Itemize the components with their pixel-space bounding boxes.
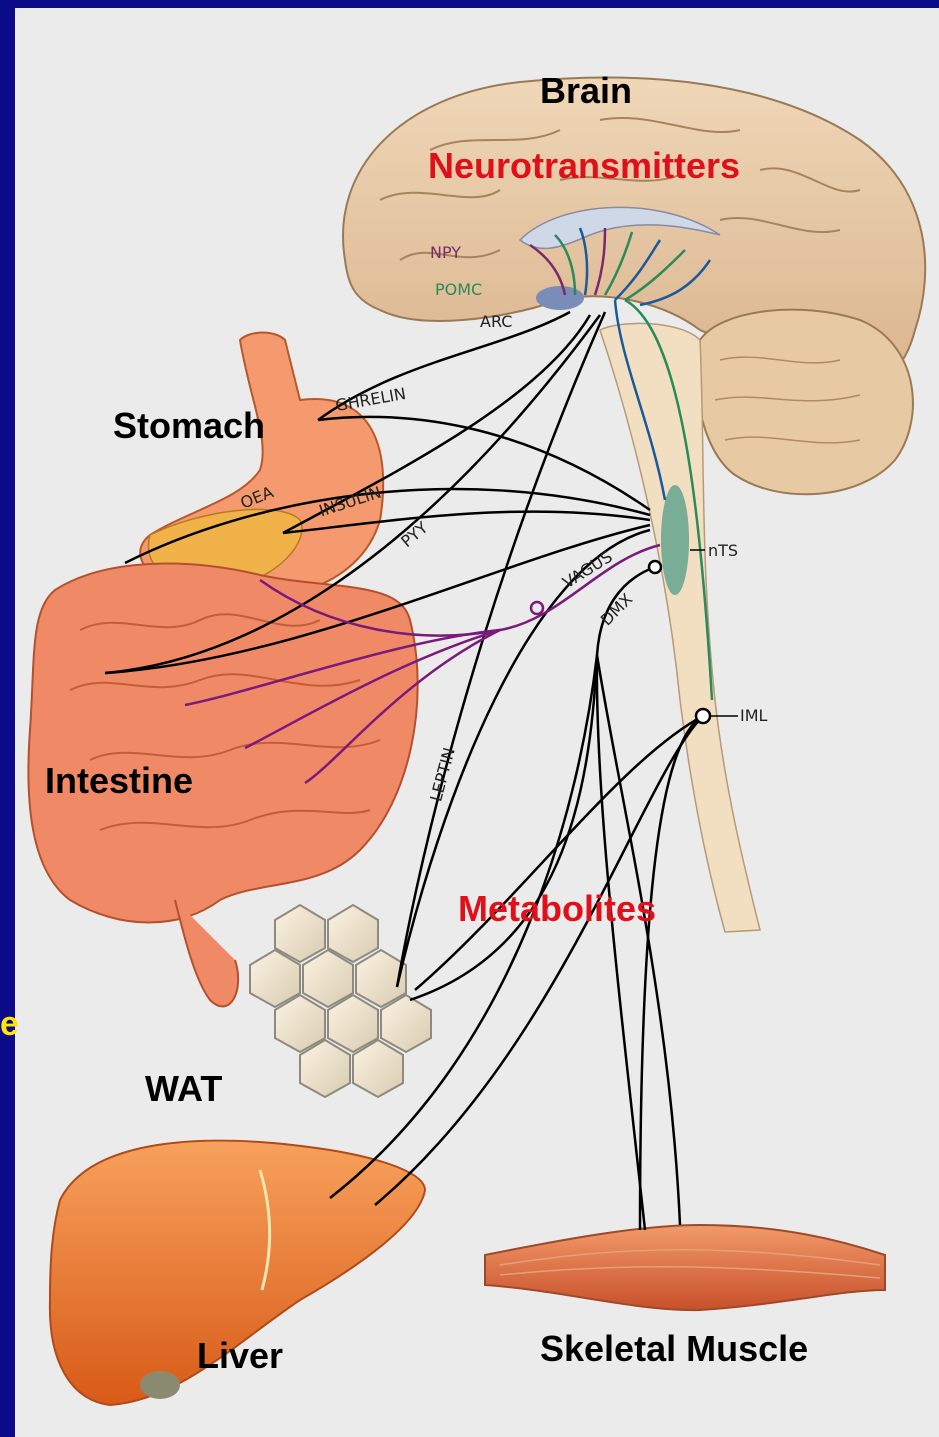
liver-label: Liver xyxy=(197,1335,283,1377)
brain-label: Brain xyxy=(540,70,632,112)
brain-illustration xyxy=(343,78,925,932)
npy-label: NPY xyxy=(430,243,461,262)
stomach-label: Stomach xyxy=(113,405,265,447)
wat-label: WAT xyxy=(145,1068,222,1110)
arc-label: ARC xyxy=(480,312,512,331)
pomc-label: POMC xyxy=(435,280,482,299)
iml-label: IML xyxy=(740,706,767,725)
stomach-illustration xyxy=(140,333,383,600)
skeletal-muscle-label: Skeletal Muscle xyxy=(540,1328,808,1370)
nts-label: nTS xyxy=(708,541,738,560)
intestine-label: Intestine xyxy=(45,760,193,802)
neurotransmitters-label: Neurotransmitters xyxy=(428,145,740,187)
wat-illustration xyxy=(250,905,431,1097)
muscle-illustration xyxy=(485,1225,885,1310)
edge-text-fragment: e xyxy=(0,1005,19,1044)
metabolites-label: Metabolites xyxy=(458,888,656,930)
